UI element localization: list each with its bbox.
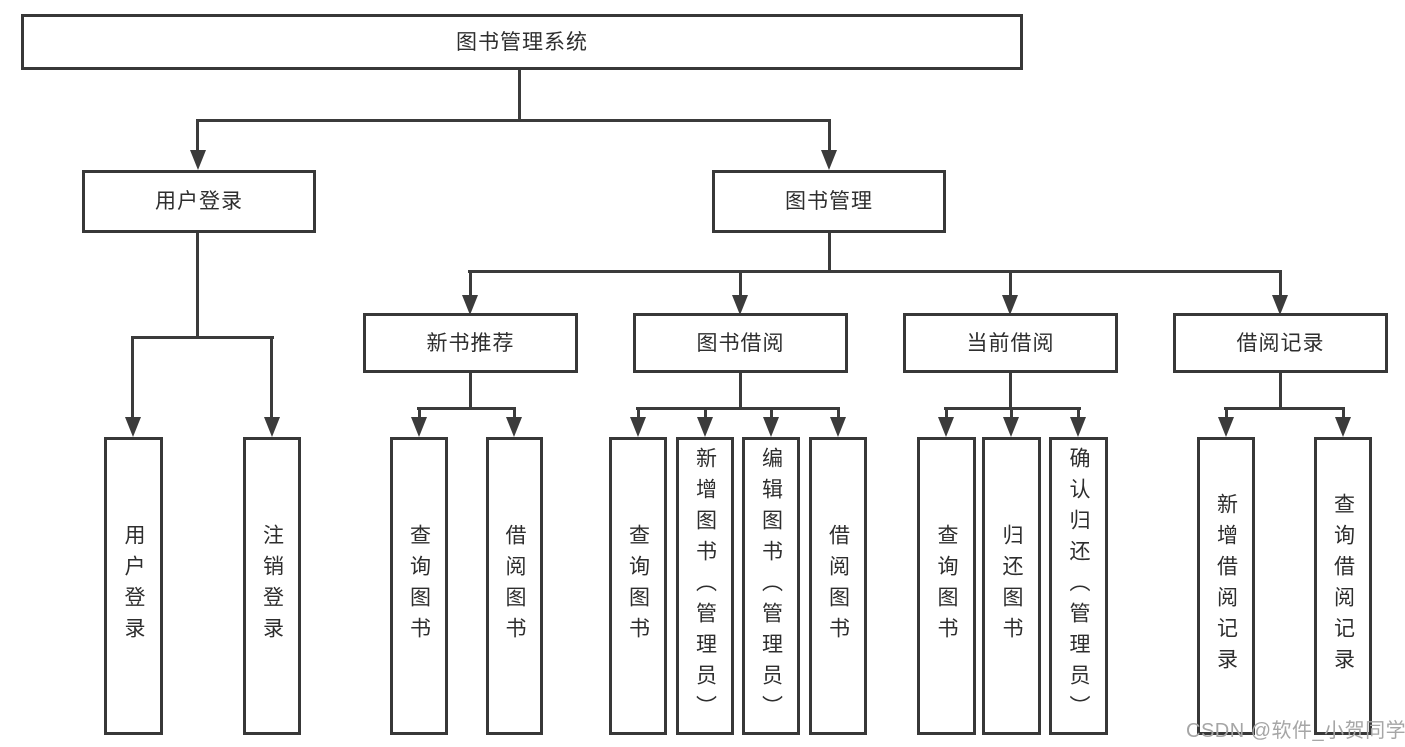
connector-line	[1225, 407, 1228, 420]
node-cb-confirm-return-admin-label: 确认归还（管理员）	[1067, 446, 1090, 726]
connector-line	[828, 119, 831, 153]
node-book-management: 图书管理	[712, 170, 946, 233]
arrow-down-icon	[462, 295, 478, 315]
node-bb-query-books: 查询图书	[609, 437, 667, 735]
node-bb-edit-book-admin: 编辑图书（管理员）	[742, 437, 800, 735]
node-logout: 注销登录	[243, 437, 301, 735]
connector-line	[739, 373, 742, 409]
arrow-down-icon	[506, 417, 522, 437]
connector-line	[513, 407, 516, 420]
node-new-book-recommend-label: 新书推荐	[426, 331, 515, 355]
node-cb-confirm-return-admin: 确认归还（管理员）	[1049, 437, 1108, 735]
node-cb-query-books-label: 查询图书	[935, 524, 958, 648]
connector-line	[131, 336, 134, 421]
node-new-book-recommend: 新书推荐	[363, 313, 578, 373]
arrow-down-icon	[830, 417, 846, 437]
node-cb-return-books: 归还图书	[982, 437, 1041, 735]
node-user-login-leaf-label: 用户登录	[122, 524, 145, 648]
connector-line	[518, 70, 521, 121]
node-book-borrow-label: 图书借阅	[696, 331, 785, 355]
arrow-down-icon	[763, 417, 779, 437]
arrow-down-icon	[938, 417, 954, 437]
node-bb-borrow-books: 借阅图书	[809, 437, 867, 735]
node-borrow-records-label: 借阅记录	[1236, 331, 1325, 355]
connector-line	[131, 336, 274, 339]
connector-line	[270, 336, 273, 421]
node-nbr-borrow-books-label: 借阅图书	[503, 524, 526, 648]
arrow-down-icon	[411, 417, 427, 437]
node-current-borrow-label: 当前借阅	[966, 331, 1055, 355]
arrow-down-icon	[1272, 295, 1288, 315]
node-bb-query-books-label: 查询图书	[626, 524, 650, 648]
arrow-down-icon	[1003, 417, 1019, 437]
node-cb-return-books-label: 归还图书	[1000, 524, 1023, 648]
node-bb-edit-book-admin-label: 编辑图书（管理员）	[759, 446, 783, 726]
node-cb-query-books: 查询图书	[917, 437, 976, 735]
connector-line	[704, 407, 707, 420]
node-book-borrow: 图书借阅	[633, 313, 848, 373]
connector-line	[1010, 407, 1013, 420]
node-br-query-record-label: 查询借阅记录	[1331, 493, 1355, 679]
arrow-down-icon	[125, 417, 141, 437]
arrow-down-icon	[1070, 417, 1086, 437]
arrow-down-icon	[630, 417, 646, 437]
arrow-down-icon	[190, 150, 206, 170]
node-nbr-query-books-label: 查询图书	[407, 524, 431, 648]
connector-line	[1342, 407, 1345, 420]
connector-line	[945, 407, 948, 420]
arrow-down-icon	[821, 150, 837, 170]
arrow-down-icon	[732, 295, 748, 315]
connector-line	[1279, 373, 1282, 409]
connector-line	[837, 407, 840, 420]
node-current-borrow: 当前借阅	[903, 313, 1118, 373]
node-logout-label: 注销登录	[260, 524, 284, 648]
watermark: CSDN @软件_小贺同学	[1186, 720, 1405, 742]
connector-line	[417, 407, 516, 410]
connector-line	[196, 119, 199, 153]
node-br-query-record: 查询借阅记录	[1314, 437, 1372, 735]
arrow-down-icon	[1218, 417, 1234, 437]
connector-line	[196, 233, 199, 339]
connector-line	[828, 233, 831, 273]
node-root: 图书管理系统	[21, 14, 1023, 70]
node-user-login-label: 用户登录	[155, 190, 243, 213]
connector-line	[196, 119, 831, 122]
connector-line	[1009, 373, 1012, 409]
connector-line	[1009, 270, 1012, 298]
connector-line	[636, 407, 840, 410]
node-nbr-borrow-books: 借阅图书	[486, 437, 543, 735]
connector-line	[637, 407, 640, 420]
arrow-down-icon	[1002, 295, 1018, 315]
connector-line	[1224, 407, 1345, 410]
connector-line	[1279, 270, 1282, 298]
node-bb-add-book-admin-label: 新增图书（管理员）	[693, 446, 717, 726]
connector-line	[418, 407, 421, 420]
connector-line	[469, 373, 472, 409]
arrow-down-icon	[1335, 417, 1351, 437]
arrow-down-icon	[264, 417, 280, 437]
node-root-label: 图书管理系统	[456, 30, 588, 54]
node-user-login: 用户登录	[82, 170, 316, 233]
connector-line	[770, 407, 773, 420]
connector-line	[739, 270, 742, 298]
node-bb-add-book-admin: 新增图书（管理员）	[676, 437, 734, 735]
node-book-management-label: 图书管理	[785, 190, 873, 213]
node-bb-borrow-books-label: 借阅图书	[826, 524, 850, 648]
node-br-add-record: 新增借阅记录	[1197, 437, 1255, 735]
connector-line	[469, 270, 472, 298]
node-br-add-record-label: 新增借阅记录	[1214, 493, 1238, 679]
node-borrow-records: 借阅记录	[1173, 313, 1388, 373]
connector-line	[468, 270, 1282, 273]
node-nbr-query-books: 查询图书	[390, 437, 448, 735]
connector-line	[1077, 407, 1080, 420]
node-user-login-leaf: 用户登录	[104, 437, 163, 735]
arrow-down-icon	[697, 417, 713, 437]
